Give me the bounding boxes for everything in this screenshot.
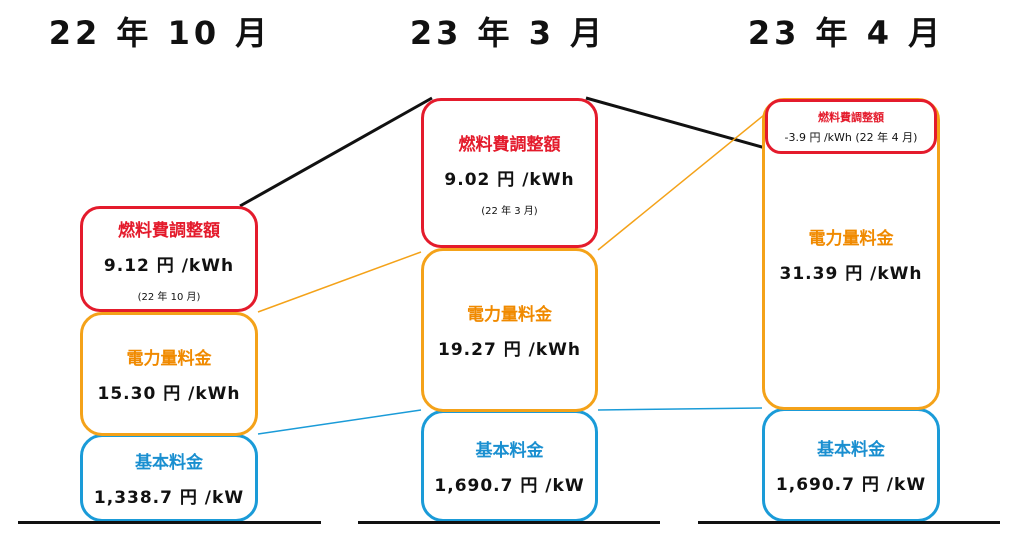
basic-fee-label: 基本料金	[135, 453, 203, 473]
column-title-oct-2022: 22 年 10 月	[48, 14, 272, 52]
basic-fee-value: 1,690.7 円 /kW	[775, 475, 927, 495]
energy-fee-value: 15.30 円 /kWh	[97, 384, 241, 404]
energy-fee-label: 電力量料金	[808, 229, 894, 249]
fuel-adjustment-note: (22 年 3 月)	[481, 205, 538, 217]
column-title-apr-2023: 23 年 4 月	[747, 14, 945, 52]
connector-energy-top-1	[257, 251, 422, 313]
energy-fee-box-oct-2022: 電力量料金 15.30 円 /kWh	[80, 312, 258, 436]
energy-fee-label: 電力量料金	[126, 349, 212, 369]
basic-fee-value: 1,338.7 円 /kW	[93, 488, 245, 508]
connector-fuel-top-2	[585, 96, 781, 154]
fuel-adjustment-value: -3.9 円 /kWh (22 年 4 月)	[784, 130, 918, 144]
connector-energy-top-2	[597, 101, 781, 251]
connector-fuel-top-1	[239, 96, 433, 208]
basic-fee-label: 基本料金	[817, 440, 885, 460]
connector-basic-top-1	[257, 409, 422, 435]
energy-fee-value: 19.27 円 /kWh	[438, 340, 581, 360]
fuel-adjustment-note: (22 年 10 月)	[137, 291, 201, 303]
fuel-adjustment-box-oct-2022: 燃料費調整額 9.12 円 /kWh (22 年 10 月)	[80, 206, 258, 312]
connector-basic-top-2	[597, 407, 763, 411]
energy-fee-box-mar-2023: 電力量料金 19.27 円 /kWh	[421, 248, 598, 412]
basic-fee-box-mar-2023: 基本料金 1,690.7 円 /kW	[421, 410, 598, 522]
basic-fee-box-apr-2023: 基本料金 1,690.7 円 /kW	[762, 408, 940, 522]
fuel-adjustment-value: 9.12 円 /kWh	[103, 255, 235, 276]
fuel-adjustment-label: 燃料費調整額	[818, 110, 884, 124]
energy-fee-label: 電力量料金	[467, 305, 552, 325]
baseline-apr-2023	[698, 521, 1000, 524]
fuel-adjustment-label: 燃料費調整額	[458, 134, 561, 155]
fuel-adjustment-value: 9.02 円 /kWh	[444, 169, 575, 190]
basic-fee-label: 基本料金	[475, 441, 544, 461]
basic-fee-box-oct-2022: 基本料金 1,338.7 円 /kW	[80, 434, 258, 522]
fuel-adjustment-box-apr-2023: 燃料費調整額 -3.9 円 /kWh (22 年 4 月)	[765, 99, 937, 154]
energy-fee-value: 31.39 円 /kWh	[779, 264, 923, 284]
baseline-oct-2022	[18, 521, 321, 524]
column-title-mar-2023: 23 年 3 月	[409, 14, 607, 52]
baseline-mar-2023	[358, 521, 660, 524]
fuel-adjustment-label: 燃料費調整額	[118, 220, 220, 241]
basic-fee-value: 1,690.7 円 /kW	[434, 476, 585, 496]
fuel-adjustment-box-mar-2023: 燃料費調整額 9.02 円 /kWh (22 年 3 月)	[421, 98, 598, 248]
